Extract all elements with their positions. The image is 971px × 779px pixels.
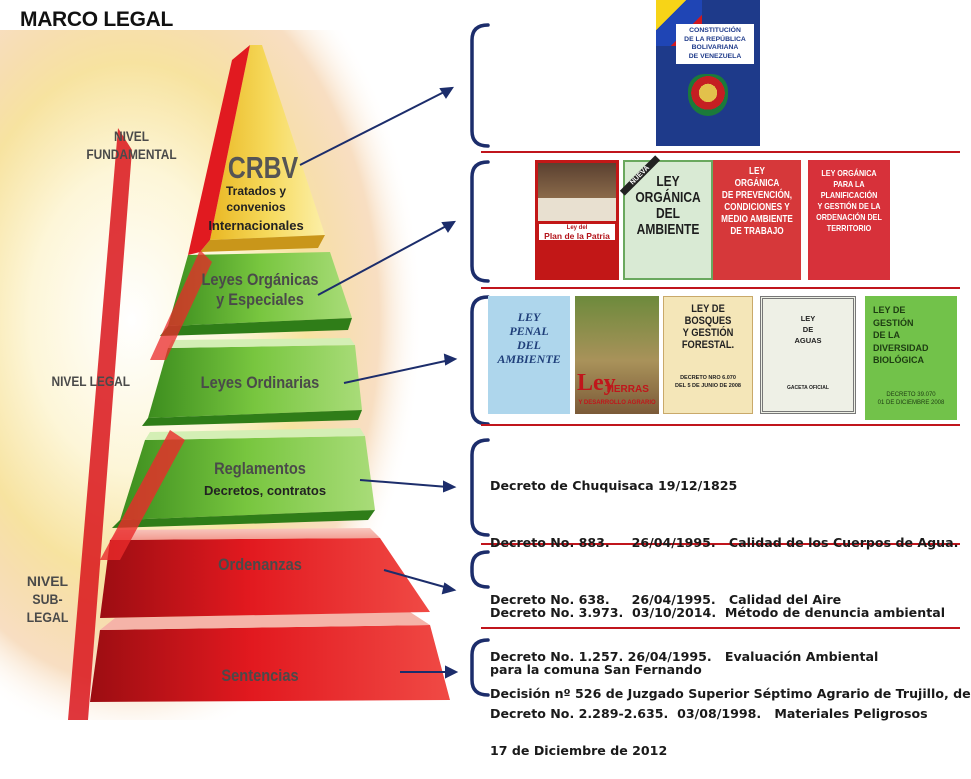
tier-ordenanzas: [100, 538, 430, 618]
tier-label-reglamentos: Reglamentos: [214, 459, 306, 478]
pyramid-graphic: [0, 23, 490, 720]
decreto-item: Decreto No. 638. 26/04/1995. Calidad del…: [490, 592, 842, 607]
tier-sentencias: [90, 625, 450, 702]
row-separator: [481, 287, 960, 289]
ambiente-cover: NUEVA LEY ORGÁNICA DEL AMBIENTE: [619, 155, 713, 280]
red-swoosh: [100, 430, 185, 560]
row-separator: [481, 543, 960, 545]
level-label-sublegal-2: SUB-LEGAL: [26, 591, 69, 625]
ambiente-title: LEY ORGÁNICA DEL AMBIENTE: [635, 173, 701, 238]
tier-reglamentos: [120, 436, 375, 520]
tier-label-sentencias: Sentencias: [221, 666, 299, 685]
decreto-item: Decreto No. 883. 26/04/1995. Calidad de …: [490, 535, 959, 550]
bosques-cover: LEY DE BOSQUES Y GESTIÓN FORESTAL. DECRE…: [663, 296, 753, 414]
tier-label-crbv: CRBV: [227, 150, 299, 185]
tier-ordinarias-top: [168, 338, 355, 348]
decreto-item: Decreto No. 2.289-2.635. 03/08/1998. Mat…: [490, 706, 928, 721]
sentencia-text: Decisión nº 526 de Juzgado Superior Sépt…: [490, 686, 971, 758]
tier-label-tratados-2: convenios: [226, 200, 286, 214]
trabajo-cover: LEY ORGÁNICA DE PREVENCIÓN, CONDICIONES …: [713, 160, 801, 280]
tier-organicas-edge: [160, 318, 352, 336]
tier-reglamentos-edge: [112, 510, 375, 528]
left-red-edge: [68, 128, 132, 720]
tier-sentencias-top: [100, 612, 430, 630]
constitucion-cover: CONSTITUCIÓN DE LA REPÚBLICA BOLIVARIANA…: [656, 0, 760, 146]
tier-label-tratados-3: Internacionales: [208, 218, 304, 233]
tier-label-decretos: Decretos, contratos: [203, 483, 327, 498]
tier-label-organicas-1: Leyes Orgánicas: [201, 270, 319, 289]
level-label-sublegal-1: NIVEL: [26, 573, 69, 589]
tier-ordinarias: [148, 345, 362, 418]
tierras-cover: Ley TIERRAS Y DESARROLLO AGRARIO: [575, 296, 659, 414]
decreto-item: Decreto No. 1.257. 26/04/1995. Evaluació…: [490, 649, 879, 664]
ordenanza-text: Decreto No. 3.973. 03/10/2014. Método de…: [490, 605, 946, 677]
decreto-item: Decreto de Chuquisaca 19/12/1825: [490, 478, 738, 493]
tier-ordinarias-edge: [142, 410, 362, 426]
plan-patria-cover: Ley del Plan de la Patria: [535, 160, 619, 280]
penal-ambiente-cover: LEY PENAL DEL AMBIENTE: [488, 296, 570, 414]
page-title: MARCO LEGAL: [20, 8, 174, 31]
aguas-cover: LEY DE AGUAS GACETA OFICIAL: [760, 296, 856, 414]
row-separator: [481, 424, 960, 426]
level-label-legal: NIVEL LEGAL: [51, 373, 130, 389]
decretos-list: Decreto de Chuquisaca 19/12/1825 Decreto…: [490, 438, 959, 742]
tier-label-organicas-2: y Especiales: [216, 290, 304, 309]
diversidad-cover: LEY DE GESTIÓN DE LA DIVERSIDAD BIOLÓGIC…: [865, 296, 957, 420]
coat-of-arms-icon: [688, 74, 728, 116]
red-swoosh: [150, 250, 212, 360]
tier-label-ordinarias: Leyes Ordinarias: [200, 373, 320, 392]
tier-crbv: [210, 45, 325, 240]
tier-label-ordenanzas: Ordenanzas: [218, 555, 302, 574]
row-separator: [481, 627, 960, 629]
photo-icon: [538, 163, 616, 221]
tier-label-tratados-1: Tratados y: [225, 184, 287, 198]
tier-crbv-red-side: [188, 45, 250, 255]
constitucion-title: CONSTITUCIÓN DE LA REPÚBLICA BOLIVARIANA…: [676, 24, 754, 64]
tier-reglamentos-top: [145, 428, 365, 440]
arrows: [299, 86, 459, 679]
tier-crbv-edge: [200, 235, 325, 252]
brackets: [470, 23, 490, 697]
row-separator: [481, 151, 960, 153]
tier-organicas: [168, 252, 352, 326]
tier-ordenanzas-top: [110, 528, 380, 540]
level-label-fundamental: NIVEL FUNDAMENTAL: [86, 128, 177, 162]
plan-patria-label: Ley del Plan de la Patria: [539, 224, 615, 240]
territorio-cover: LEY ORGÁNICA PARA LA PLANIFICACIÓN Y GES…: [808, 160, 890, 280]
